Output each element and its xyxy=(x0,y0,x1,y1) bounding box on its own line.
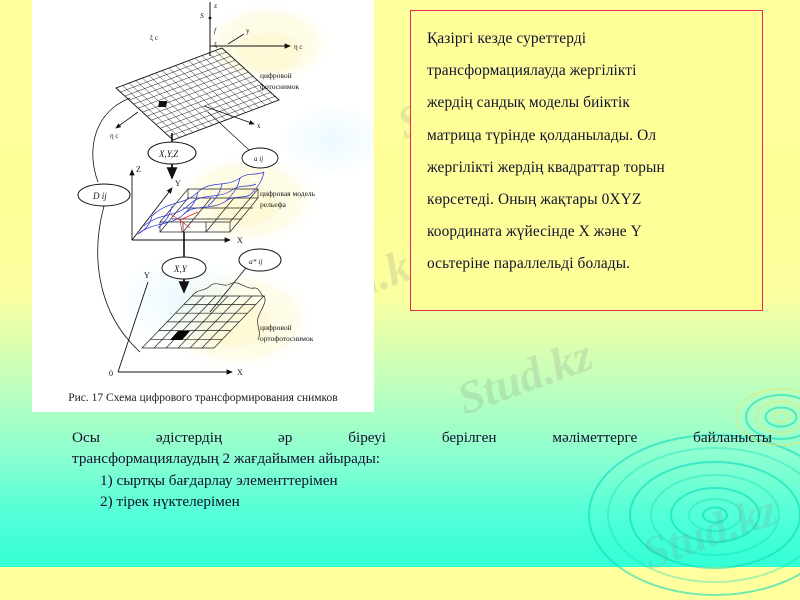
body-bullet-1: 1) сыртқы бағдарлау элементтерімен xyxy=(100,472,338,489)
scheme-diagram: z S f ξ η c ξ c xyxy=(77,2,374,378)
svg-text:S: S xyxy=(200,11,204,20)
callout-line-3: матрица түрінде қолданылады. Ол xyxy=(427,126,657,144)
callout-line-2: жердің сандық моделы биіктік xyxy=(427,94,630,112)
svg-text:0: 0 xyxy=(109,369,113,378)
svg-text:X: X xyxy=(237,236,243,245)
slide-root: Stud.kz Stud.kz Stud.kz Stud.kz Stud.kz xyxy=(32,0,800,596)
body-paragraph: Осы әдістердің әр біреуі берілген мәліме… xyxy=(72,428,772,469)
svg-text:z: z xyxy=(214,2,217,10)
svg-text:Y: Y xyxy=(175,179,181,188)
svg-text:f: f xyxy=(214,27,217,35)
svg-text:D ij: D ij xyxy=(92,191,107,201)
body-text-block: Осы әдістердің әр біреуі берілген мәліме… xyxy=(72,428,772,512)
callout-line-0: Қазіргі кезде суреттерді xyxy=(427,30,587,47)
body-paragraph-line1: Осы әдістердің әр біреуі берілген мәліме… xyxy=(72,429,772,446)
callout-line-1: трансформациялауда жергілікті xyxy=(427,62,637,80)
callout-line-7: осьтеріне параллельді болады. xyxy=(427,255,631,273)
watermark-3: Stud.kz xyxy=(450,328,599,425)
callout-line-6: координата жүйесінде X және Y xyxy=(427,223,642,241)
svg-text:a ij: a ij xyxy=(254,155,263,163)
figure-caption: Рис. 17 Схема цифрового трансформировани… xyxy=(68,392,338,404)
svg-text:y: y xyxy=(246,27,250,35)
svg-text:η c: η c xyxy=(294,43,303,51)
svg-text:ξ: ξ xyxy=(214,41,217,49)
callout-line-4: жергілікті жердің квадраттар торын xyxy=(427,158,665,176)
svg-text:X,Y: X,Y xyxy=(173,264,188,274)
svg-text:ортофотоснимок: ортофотоснимок xyxy=(260,334,314,343)
svg-text:фотоснимок: фотоснимок xyxy=(260,82,299,91)
ripple-decoration-small xyxy=(735,388,800,446)
figure-panel: z S f ξ η c ξ c xyxy=(32,0,374,412)
callout-line-5: көрсетеді. Оның жақтары 0XYZ xyxy=(427,191,642,209)
body-bullet-2: 2) тірек нүктелерімен xyxy=(100,492,240,510)
svg-text:цифровой: цифровой xyxy=(260,323,292,332)
svg-text:Z: Z xyxy=(136,165,141,174)
svg-text:ξ c: ξ c xyxy=(150,34,158,42)
svg-text:цифровая модель: цифровая модель xyxy=(260,189,316,198)
svg-text:a* ij: a* ij xyxy=(249,257,263,266)
svg-text:x: x xyxy=(257,122,261,130)
svg-text:рельефа: рельефа xyxy=(260,200,287,209)
svg-text:η c: η c xyxy=(110,132,119,140)
callout-text-box: Қазіргі кезде суреттерді трансформацияла… xyxy=(410,10,763,311)
body-paragraph-line2: трансформациялаудың 2 жағдайымен айырады… xyxy=(72,449,381,467)
svg-text:X: X xyxy=(237,368,243,377)
svg-text:цифровой: цифровой xyxy=(260,71,292,80)
svg-text:X,Y,Z: X,Y,Z xyxy=(158,149,179,159)
svg-text:Y: Y xyxy=(144,271,150,280)
